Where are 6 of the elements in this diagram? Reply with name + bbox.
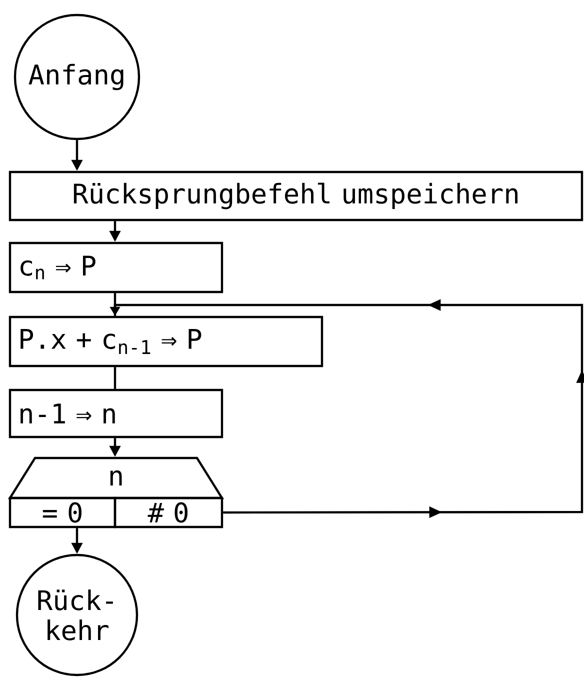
process-box: Rücksprungbefehl umspeichern [8,170,584,222]
process-box: = 0 [8,496,116,528]
process-box: n-1 ⇒ n [8,388,224,438]
process-box: P.x + c$_{n-1}$ ⇒ P [8,316,324,368]
process-box: c$_{n}$ ⇒ P [8,242,224,294]
process-box: # 0 [114,496,224,528]
